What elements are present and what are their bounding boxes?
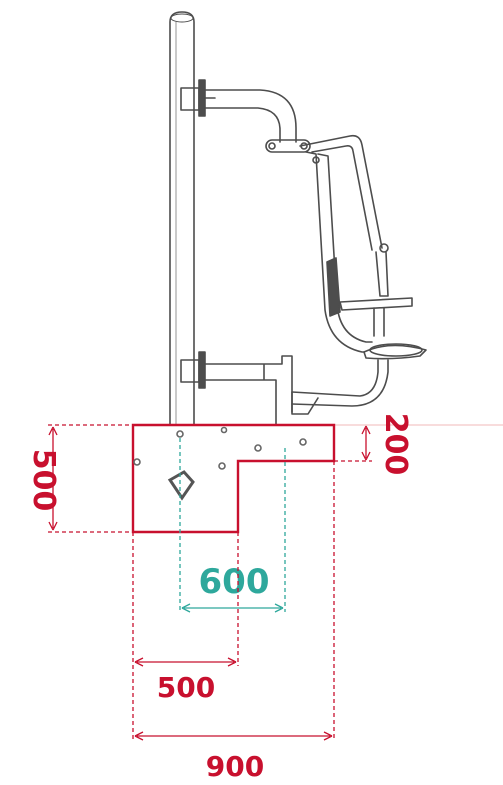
fitness-equipment: [169, 11, 427, 426]
lower-arm: [204, 355, 293, 426]
label-pad-width: 900: [206, 750, 264, 783]
dim-step-height: [334, 425, 372, 462]
swing-lever: [305, 151, 373, 353]
back-pad: [326, 257, 341, 317]
upper-arm: [204, 89, 297, 143]
upper-clamp: [180, 79, 216, 117]
dim-step-offset: [132, 532, 239, 740]
label-pad-height: 500: [26, 449, 61, 512]
main-post: [169, 11, 195, 426]
label-step-offset: 500: [157, 671, 215, 704]
post-footprint: [167, 470, 195, 501]
seat-plate: [339, 297, 413, 311]
handle-frame: [299, 134, 383, 251]
label-anchor-spacing: 600: [199, 562, 270, 602]
dim-anchor-spacing: [179, 438, 286, 613]
anchor-points: [133, 426, 307, 470]
label-step-height: 200: [378, 413, 413, 476]
lower-clamp: [180, 351, 206, 389]
dim-pad-width: [134, 461, 335, 741]
dim-pad-height: [48, 424, 133, 533]
